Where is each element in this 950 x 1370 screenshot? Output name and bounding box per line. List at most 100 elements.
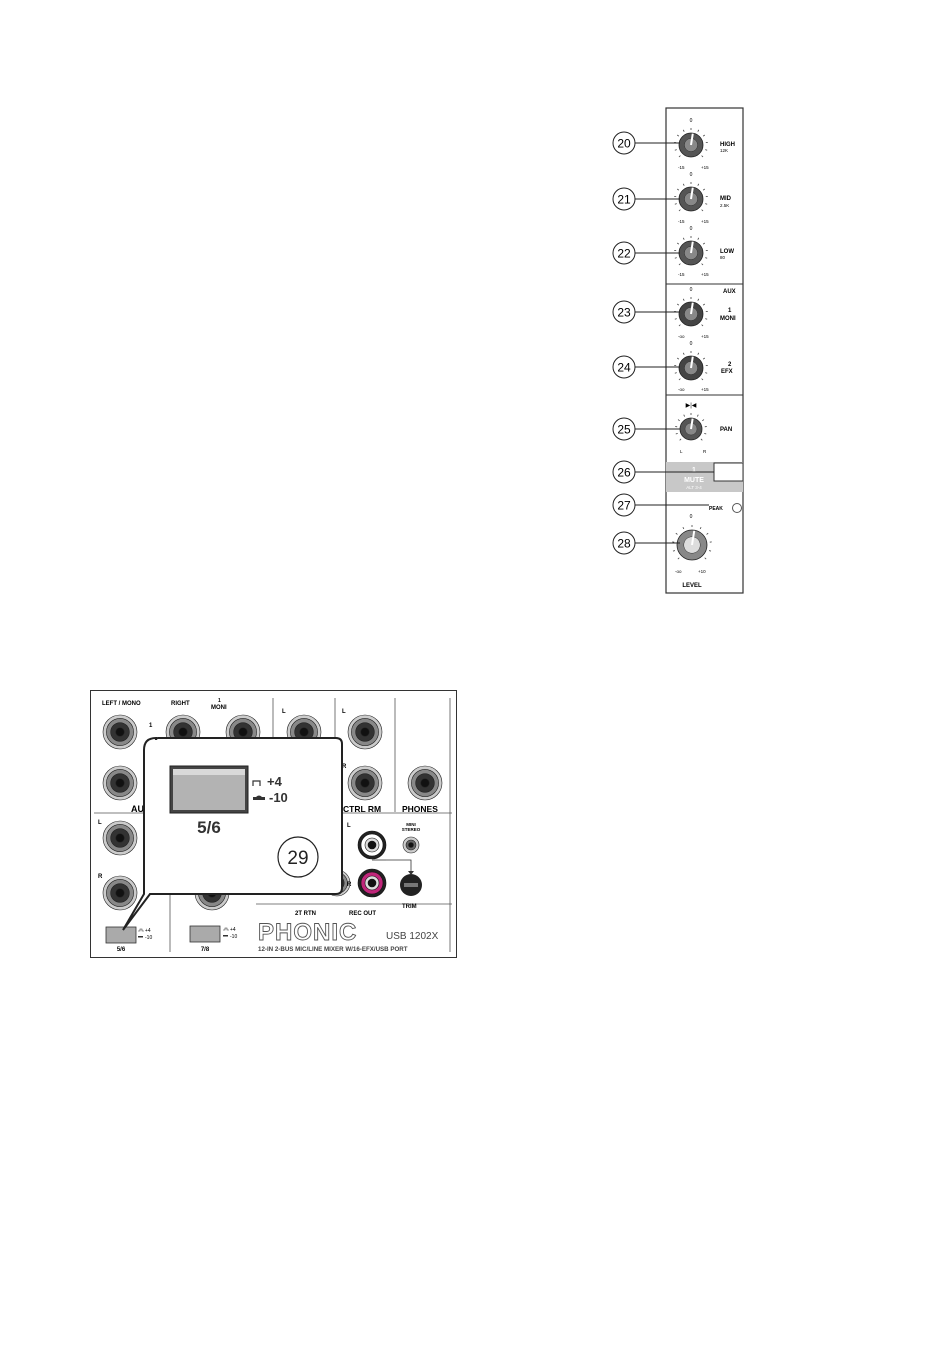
aux2-zero: 0: [690, 341, 693, 347]
aux-section-label: AUX: [723, 289, 736, 295]
ctrl-rm-label: CTRL RM: [343, 804, 381, 814]
l2-label: L: [342, 709, 346, 715]
pan-knob[interactable]: [675, 413, 707, 441]
low-zero: 0: [690, 226, 693, 232]
mid-freq: 2.5K: [720, 203, 729, 208]
mid-max: +15: [701, 219, 709, 224]
high-eq-knob[interactable]: [674, 128, 708, 158]
callout-25: 25: [612, 417, 680, 441]
plus4-symbol-icon: [252, 780, 261, 786]
right-label: RIGHT: [171, 701, 190, 707]
pan-label: PAN: [720, 427, 732, 433]
mid-zero: 0: [690, 172, 693, 178]
rec-out-label: REC OUT: [349, 911, 376, 917]
callout-28-label: 28: [617, 537, 631, 551]
callout-23-label: 23: [617, 306, 631, 320]
stereo-label: STEREO: [402, 827, 421, 832]
high-freq: 12K: [720, 148, 728, 153]
low-label: LOW: [720, 249, 734, 255]
aux2-num: 2: [728, 362, 732, 368]
jack-left-mono-2[interactable]: [102, 765, 138, 801]
l3-label: L: [98, 820, 102, 826]
brand-logo: PHONIC: [258, 919, 357, 946]
jack-left-mono-1[interactable]: [102, 714, 138, 750]
callout-22: 22: [612, 241, 680, 265]
callout-24-label: 24: [617, 361, 631, 375]
low-max: +15: [701, 272, 709, 277]
peak-label: PEAK: [709, 506, 723, 512]
level-min: -oo: [675, 569, 682, 574]
jack-phones[interactable]: [407, 765, 443, 801]
callout-29-label: 29: [287, 848, 308, 869]
mini-label: MINI: [406, 822, 416, 827]
aux2-label: EFX: [721, 369, 733, 375]
trim-knob[interactable]: [400, 874, 422, 896]
callout-23: 23: [612, 300, 680, 324]
aux1-zero: 0: [690, 287, 693, 293]
callout-28: 28: [612, 531, 680, 555]
aux1-min: -oo: [678, 334, 685, 339]
mute-sub: ALT 3-4: [686, 485, 702, 490]
callout-20-label: 20: [617, 137, 631, 151]
callout-26: 26: [612, 460, 714, 484]
level-label: LEVEL: [682, 583, 702, 589]
callout-22-label: 22: [617, 247, 631, 261]
high-min: -15: [678, 165, 685, 170]
tt-rtn-label: 2T RTN: [295, 911, 316, 917]
switch-7-8-plus: +4: [230, 927, 236, 933]
ch1-label: 1: [149, 723, 153, 729]
callout-21-label: 21: [617, 193, 631, 207]
left-mono-label: LEFT / MONO: [102, 701, 141, 707]
zoom-minus-label: -10: [269, 790, 288, 805]
jack-l-3[interactable]: [102, 820, 138, 856]
aux2-min: -oo: [678, 387, 685, 392]
moni-label: MONI: [211, 705, 227, 711]
callout-25-label: 25: [617, 423, 631, 437]
peak-led: [732, 503, 742, 513]
level-zero: 0: [690, 514, 693, 520]
aux2-efx-knob[interactable]: [674, 351, 708, 381]
jack-r-2[interactable]: [347, 765, 383, 801]
rear-panel-diagram: LEFT / MONO RIGHT 1 MONI 1 L L R AU CTRL…: [90, 690, 457, 958]
l4-label: L: [347, 823, 351, 829]
rca-rec-out-r[interactable]: [357, 868, 387, 898]
zoom-switch-face: [173, 769, 245, 810]
phones-label: PHONES: [402, 804, 438, 814]
aux-partial-label: AU: [131, 804, 144, 814]
moni-num-label: 1: [218, 698, 221, 704]
callout-26-label: 26: [617, 466, 631, 480]
low-min: -15: [678, 272, 685, 277]
aux1-moni-knob[interactable]: [674, 297, 708, 327]
mid-min: -15: [678, 219, 685, 224]
l1-label: L: [282, 709, 286, 715]
mute-label: MUTE: [684, 477, 704, 484]
rca-rec-out-l[interactable]: [357, 830, 387, 860]
level-knob[interactable]: [672, 525, 712, 561]
low-freq: 80: [720, 255, 726, 260]
jack-r-3[interactable]: [102, 875, 138, 911]
jack-mini-stereo[interactable]: [402, 836, 420, 854]
mid-eq-knob[interactable]: [674, 182, 708, 212]
level-switch-7-8[interactable]: [189, 925, 221, 943]
pan-center-symbol: ▶|◀: [686, 403, 697, 409]
level-switch-5-6[interactable]: [105, 926, 137, 944]
jack-l-2[interactable]: [347, 714, 383, 750]
aux1-label: MONI: [720, 316, 736, 322]
minus10-symbol-icon: [253, 797, 265, 800]
r2-label: R: [342, 764, 347, 770]
mute-indicator: [713, 462, 744, 482]
r3-label: R: [98, 874, 103, 880]
mute-num: 1: [692, 467, 696, 474]
switch-7-8-minus: -10: [230, 934, 237, 940]
high-zero: 0: [690, 118, 693, 124]
zoom-switch-label: 5/6: [197, 818, 221, 837]
callout-27: 27: [612, 493, 709, 517]
model-label: USB 1202X: [386, 931, 439, 942]
pan-left: L: [680, 449, 683, 454]
level-max: +10: [698, 569, 706, 574]
tagline: 12-IN 2-BUS MIC/LINE MIXER W/16-EFX/USB …: [258, 946, 408, 953]
switch-5-6-label: 5/6: [117, 947, 126, 953]
aux1-max: +15: [701, 334, 709, 339]
low-eq-knob[interactable]: [674, 236, 708, 266]
mid-label: MID: [720, 196, 732, 202]
